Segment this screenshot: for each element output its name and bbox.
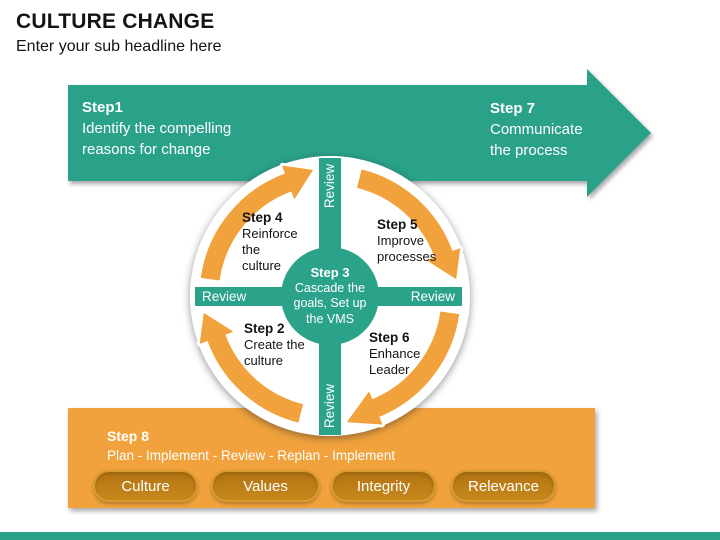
step3-line1: Cascade the bbox=[294, 280, 366, 295]
step5-block: Step 5 Improve processes bbox=[377, 217, 436, 265]
page-title: CULTURE CHANGE bbox=[16, 10, 215, 33]
step7-label: Step 7 bbox=[490, 100, 536, 117]
step6-line2: Leader bbox=[369, 362, 410, 377]
step4-block: Step 4 Reinforce the culture bbox=[242, 210, 298, 274]
step7-line1: Communicate bbox=[490, 121, 583, 138]
step3-label: Step 3 bbox=[310, 265, 350, 280]
pill-integrity: Integrity bbox=[331, 470, 436, 502]
step2-line2: culture bbox=[244, 353, 284, 368]
page-subtitle: Enter your sub headline here bbox=[16, 38, 222, 55]
step5-line1: Improve bbox=[377, 233, 424, 248]
bottom-accent-strip bbox=[0, 532, 720, 540]
step1-line2: reasons for change bbox=[82, 141, 211, 158]
step8-label: Step 8 bbox=[107, 428, 150, 444]
step1-line1: Identify the compelling bbox=[82, 120, 232, 137]
review-label-left: Review bbox=[202, 289, 247, 304]
step3-line2: goals, Set up bbox=[293, 296, 367, 310]
step1-block: Step1 Identify the compelling reasons fo… bbox=[82, 97, 231, 160]
step6-line1: Enhance bbox=[369, 346, 421, 361]
step4-label: Step 4 bbox=[242, 210, 283, 225]
step6-label: Step 6 bbox=[369, 330, 410, 345]
review-label-right: Review bbox=[410, 289, 455, 304]
step5-line2: processes bbox=[377, 249, 437, 264]
pill-culture: Culture bbox=[93, 470, 198, 502]
step4-line2: the bbox=[242, 242, 261, 257]
review-label-top: Review bbox=[322, 163, 337, 209]
step6-block: Step 6 Enhance Leader bbox=[369, 330, 420, 378]
step4-line3: culture bbox=[242, 258, 282, 273]
pill-values: Values bbox=[211, 470, 320, 502]
step8-bar: Step 8 Plan - Implement - Review - Repla… bbox=[68, 408, 595, 508]
step3-line3: the VMS bbox=[306, 311, 354, 326]
step3-center-circle: Step 3 Cascade the goals, Set up the VMS bbox=[281, 247, 379, 345]
step7-line2: the process bbox=[490, 142, 568, 159]
step7-block: Step 7 Communicate the process bbox=[490, 98, 583, 161]
step8-line: Plan - Implement - Review - Replan - Imp… bbox=[107, 448, 396, 463]
step2-line1: Create the bbox=[244, 337, 305, 352]
step4-line1: Reinforce bbox=[242, 226, 298, 241]
pill-relevance: Relevance bbox=[451, 470, 556, 502]
review-label-bottom: Review bbox=[322, 383, 337, 429]
step2-label: Step 2 bbox=[244, 321, 285, 336]
step2-block: Step 2 Create the culture bbox=[244, 321, 305, 369]
step5-label: Step 5 bbox=[377, 217, 418, 232]
step1-label: Step1 bbox=[82, 99, 123, 116]
